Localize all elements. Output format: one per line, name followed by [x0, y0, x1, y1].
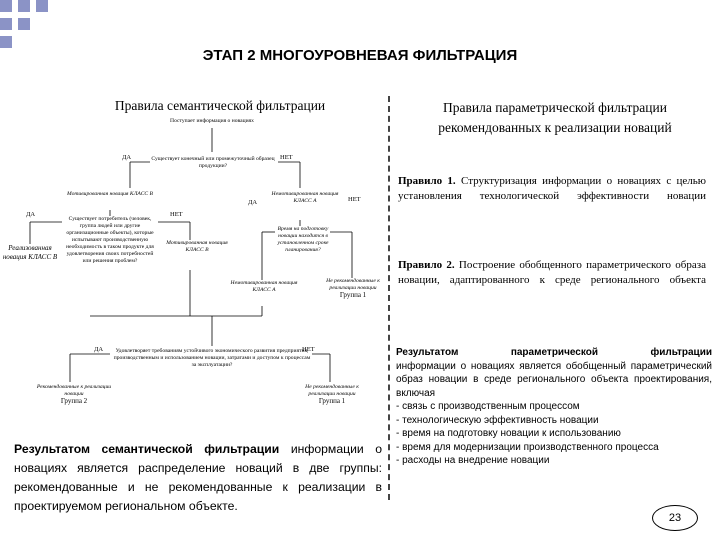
flow-class-b-motivated-2: Мотивированная новация КЛАСС В — [166, 240, 228, 253]
semantic-result-label: Результатом семантической фильтрации — [14, 442, 280, 456]
rule-2: Правило 2. Построение обобщенного параме… — [398, 258, 706, 288]
yes-label: ДА — [26, 211, 36, 218]
group-label: Группа 2 — [60, 397, 88, 405]
flow-question-1: Существует конечный или промежуточный об… — [151, 156, 275, 169]
parametric-result-label: Результатом параметрической фильтрации — [396, 347, 712, 358]
parametric-result-text: информации о новациях является обобщенны… — [396, 360, 712, 399]
no-label: НЕТ — [280, 154, 293, 161]
list-item: - время на подготовку новации к использо… — [396, 428, 621, 439]
semantic-result: Результатом семантической фильтрации инф… — [14, 440, 382, 516]
rule-1: Правило 1. Структуризация информации о н… — [398, 174, 706, 204]
flow-not-recommended-group1: Не рекомендованные к реализации новации … — [318, 278, 388, 299]
list-item: - технологическую эффективность новации — [396, 414, 599, 426]
yes-label: ДА — [122, 154, 132, 161]
yes-label: ДА — [94, 346, 104, 353]
group-label: Группа 1 — [318, 397, 346, 405]
right-heading: Правила параметрической фильтрации реком… — [438, 100, 672, 135]
rule-2-text: Построение обобщенного параметрического … — [398, 259, 707, 286]
vertical-divider — [388, 96, 390, 500]
corner-square — [18, 0, 30, 12]
flow-question-2: Существует потребитель (человек, группа … — [66, 216, 154, 264]
no-label: НЕТ — [302, 346, 315, 353]
parametric-result: Результатом параметрической фильтрации и… — [396, 346, 712, 468]
rule-1-label: Правило 1. — [398, 175, 456, 187]
flow-not-recommended-group1-b: Не рекомендованные к реализации новации … — [294, 384, 370, 405]
flow-recommended-group2: Рекомендованные к реализации новации Гру… — [36, 384, 112, 405]
no-label: НЕТ — [348, 196, 361, 203]
flow-class-b-realized: Реализованная новация КЛАСС В — [2, 244, 58, 261]
list-item: - расходы на внедрение новации — [396, 455, 550, 466]
list-item: - связь с производственным процессом — [396, 401, 580, 412]
flow-class-b-motivated: Мотивированная новация КЛАСС В — [67, 191, 153, 197]
flow-class-a-non-motivated: Немотивированная новация КЛАСС А — [271, 191, 339, 204]
group-label: Группа 1 — [339, 291, 367, 299]
no-label: НЕТ — [170, 211, 183, 218]
flow-class-a-non-motivated-2: Немотивированная новация КЛАСС А — [230, 280, 298, 293]
corner-square — [36, 0, 48, 12]
yes-label: ДА — [248, 199, 258, 206]
parametric-result-list: - связь с производственным процессом - те… — [396, 400, 712, 468]
corner-square — [18, 18, 30, 30]
rule-1-text: Структуризация информации о новациях с ц… — [398, 175, 707, 202]
corner-square — [0, 0, 12, 12]
flow-question-3: Удовлетворяет требованиям устойчивого эк… — [113, 348, 311, 368]
flow-time-question: Время на подготовку новации находится в … — [277, 226, 329, 253]
corner-square — [0, 36, 12, 48]
slide-title: ЭТАП 2 МНОГОУРОВНЕВАЯ ФИЛЬТРАЦИЯ — [202, 47, 518, 64]
list-item: - время для модернизации производственно… — [396, 441, 659, 453]
page-number: 23 — [652, 505, 698, 531]
flow-start: Поступает информация о новациях — [170, 118, 254, 124]
left-heading: Правила семантической фильтрации — [114, 98, 326, 113]
corner-square — [0, 18, 12, 30]
rule-2-label: Правило 2. — [398, 259, 455, 271]
semantic-result-text: информации о новациях является распредел… — [14, 442, 383, 513]
